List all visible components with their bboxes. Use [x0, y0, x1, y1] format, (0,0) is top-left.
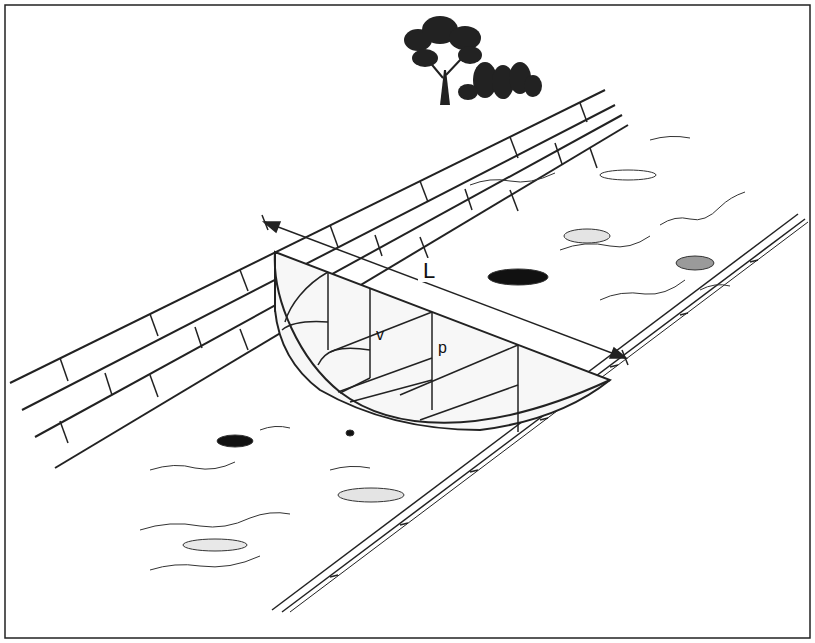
frame — [5, 5, 810, 638]
width-dimension — [262, 215, 628, 365]
dimension-label: p — [438, 340, 447, 356]
tree — [404, 16, 542, 105]
brick-wall — [10, 90, 628, 468]
fault-line — [272, 214, 808, 612]
riverbed-marks — [140, 136, 745, 570]
channel-section — [275, 252, 610, 432]
dimension-label: v — [376, 327, 384, 343]
dimension-label: L — [423, 260, 435, 282]
label-gap — [418, 258, 442, 282]
pebbles — [183, 170, 714, 551]
